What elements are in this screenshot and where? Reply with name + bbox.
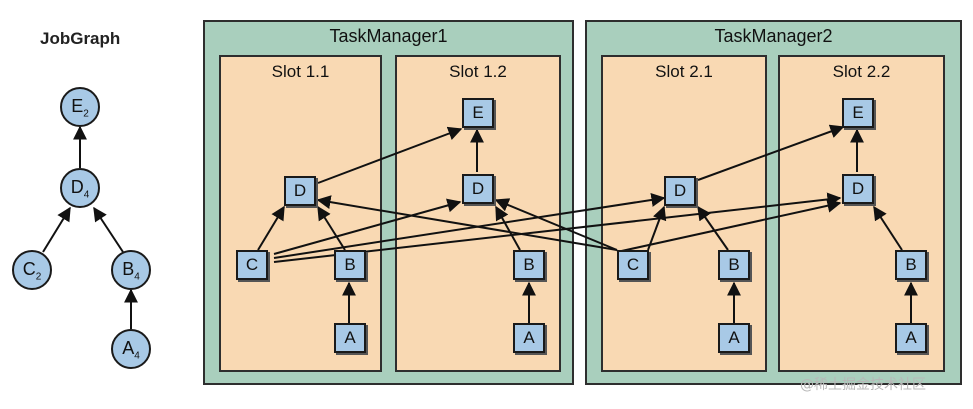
jobgraph-node-e: E2 (60, 87, 100, 127)
edge-c-d-s21 (647, 205, 667, 251)
edge-b-d-s21 (697, 205, 729, 251)
slot-1-2-title: Slot 1.2 (449, 62, 507, 81)
task-d-slot-2-1: D (664, 176, 696, 206)
edge-d11-e12 (317, 126, 463, 184)
task-d-slot-1-2: D (462, 174, 494, 204)
task-a-slot-1-2: A (513, 323, 545, 353)
task-a-slot-1-1: A (334, 323, 366, 353)
task-b-slot-2-2: B (895, 250, 927, 280)
jobgraph-node-b-label: B (122, 259, 135, 279)
slot-2-1-title: Slot 2.1 (655, 62, 713, 81)
jobgraph-node-a-parallelism: 4 (134, 350, 140, 362)
slot-2-2-title: Slot 2.2 (832, 62, 891, 81)
jobgraph-node-d-parallelism: 4 (83, 189, 90, 201)
edge-c11-d22 (273, 192, 842, 263)
edge-c11-d21 (273, 192, 666, 259)
jobgraph-node-e-parallelism: 2 (83, 108, 89, 120)
task-b-slot-1-1: B (334, 250, 366, 280)
task-a-slot-2-2: A (895, 323, 927, 353)
jobgraph-title: JobGraph (40, 29, 121, 48)
jobgraph-node-c: C2 (12, 250, 52, 290)
task-c-slot-1-1: C (236, 250, 268, 280)
taskmanager-1-title: TaskManager1 (329, 26, 448, 46)
jobgraph-node-d-label: D (70, 177, 84, 197)
edge-b-d-s11 (317, 205, 346, 251)
jobgraph-edge-c-d (42, 206, 71, 253)
task-d-slot-1-1: D (284, 176, 316, 206)
slot-2-1: Slot 2.1 (601, 55, 767, 372)
jobgraph-node-d: D4 (60, 168, 100, 208)
edge-b-d-s22 (873, 205, 903, 251)
task-c-slot-2-1: C (617, 250, 649, 280)
jobgraph-node-b: B4 (111, 250, 151, 290)
edge-c11-d12 (273, 198, 462, 255)
slot-1-1-title: Slot 1.1 (271, 62, 330, 81)
task-d-slot-2-2: D (842, 174, 874, 204)
edge-b-d-s12 (495, 205, 521, 251)
jobgraph-node-a: A4 (111, 329, 151, 369)
edge-c21-d11 (316, 195, 618, 251)
jobgraph-node-b-parallelism: 4 (134, 271, 140, 283)
jobgraph-edge-b-d (93, 206, 124, 253)
task-b-slot-1-2: B (513, 250, 545, 280)
task-e-slot-1-2: E (462, 98, 494, 128)
jobgraph-node-c-parallelism: 2 (35, 271, 42, 283)
edge-c21-d12 (494, 198, 618, 251)
task-e-slot-2-2: E (842, 98, 874, 128)
edge-c-d-s11 (257, 205, 285, 251)
task-b-slot-2-1: B (718, 250, 750, 280)
watermark: @稀土掘金技术社区 (800, 377, 926, 393)
edge-d21-e22 (697, 124, 845, 181)
jobgraph-node-c-label: C (22, 259, 36, 279)
slot-1-1: Slot 1.1 (219, 55, 382, 372)
jobgraph-node-a-label: A (122, 338, 135, 358)
edge-c21-d22 (616, 198, 842, 253)
task-a-slot-2-1: A (718, 323, 750, 353)
taskmanager-2-title: TaskManager2 (714, 26, 833, 46)
jobgraph-node-e-label: E (71, 96, 84, 116)
